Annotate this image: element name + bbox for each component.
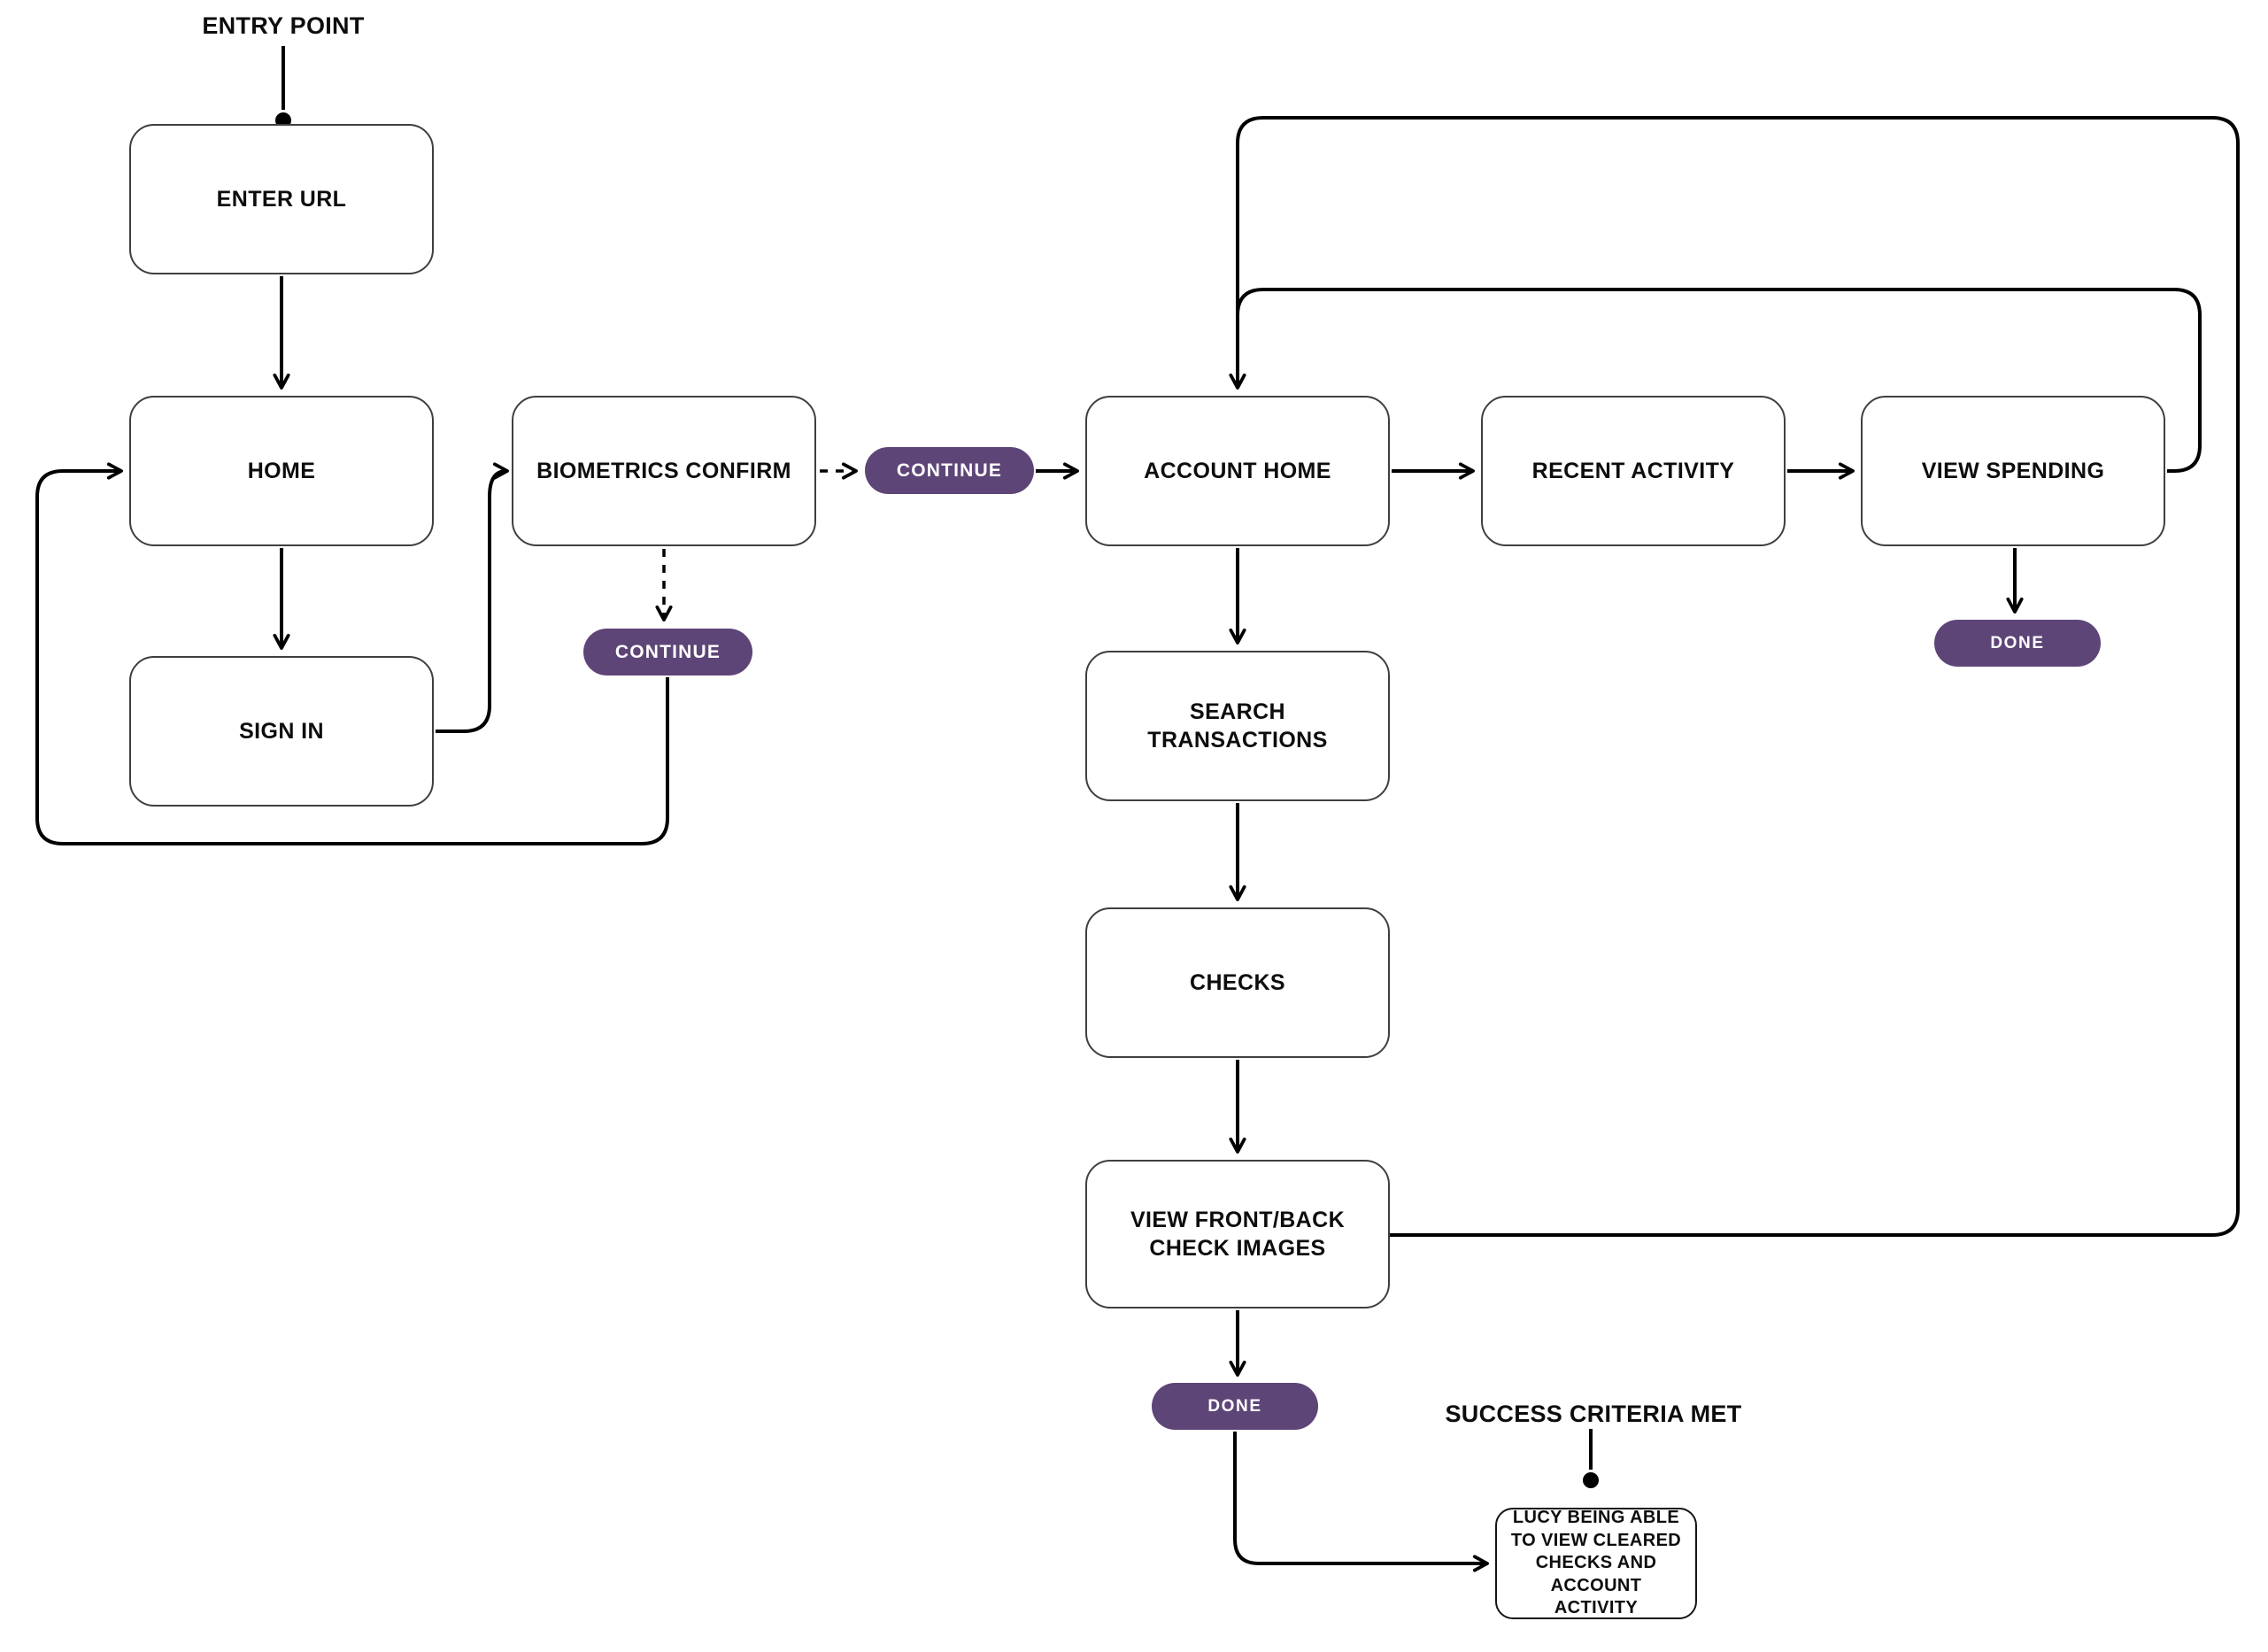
node-view-spending[interactable]: VIEW SPENDING	[1861, 396, 2165, 546]
edge-continue-alt-loop-to-home	[35, 462, 669, 845]
node-sign-in[interactable]: SIGN IN	[129, 656, 434, 807]
node-home[interactable]: HOME	[129, 396, 434, 546]
entry-point-label: ENTRY POINT	[202, 12, 365, 39]
node-biometrics-confirm[interactable]: BIOMETRICS CONFIRM	[512, 396, 816, 546]
node-success-outcome-label: LUCY BEING ABLE TO VIEW CLEARED CHECKS A…	[1510, 1508, 1682, 1618]
done-button-checks[interactable]: DONE	[1152, 1383, 1318, 1430]
success-criteria-label: SUCCESS CRITERIA MET	[1445, 1401, 1742, 1427]
continue-button-main-label: CONTINUE	[896, 459, 1003, 481]
node-view-front-back-check-images-label: VIEW FRONT/BACK CHECK IMAGES	[1130, 1207, 1346, 1262]
node-checks-label: CHECKS	[1190, 969, 1285, 995]
edge-view-spending-loop-to-account-home	[1236, 288, 2202, 473]
node-enter-url-label: ENTER URL	[216, 186, 347, 212]
node-sign-in-label: SIGN IN	[239, 718, 324, 744]
node-enter-url[interactable]: ENTER URL	[129, 124, 434, 274]
node-view-front-back-check-images[interactable]: VIEW FRONT/BACK CHECK IMAGES	[1085, 1160, 1390, 1308]
continue-button-alt-label: CONTINUE	[614, 641, 721, 662]
node-recent-activity[interactable]: RECENT ACTIVITY	[1481, 396, 1786, 546]
continue-button-main[interactable]: CONTINUE	[865, 447, 1034, 494]
node-view-spending-label: VIEW SPENDING	[1921, 458, 2105, 483]
node-success-outcome[interactable]: LUCY BEING ABLE TO VIEW CLEARED CHECKS A…	[1495, 1508, 1697, 1619]
node-biometrics-confirm-label: BIOMETRICS CONFIRM	[536, 458, 791, 483]
edge-view-front-back-loop-to-account-home	[1229, 116, 2240, 1237]
edge-done-to-success-outcome	[1233, 1432, 1489, 1572]
node-search-transactions-label: SEARCH TRANSACTIONS	[1147, 699, 1328, 753]
node-checks[interactable]: CHECKS	[1085, 907, 1390, 1058]
node-account-home[interactable]: ACCOUNT HOME	[1085, 396, 1390, 546]
done-button-checks-label: DONE	[1207, 1396, 1262, 1416]
node-home-label: HOME	[247, 458, 316, 483]
continue-button-alt[interactable]: CONTINUE	[583, 629, 752, 675]
edge-sign-in-to-biometrics	[436, 462, 509, 733]
done-button-spending[interactable]: DONE	[1934, 620, 2101, 667]
node-search-transactions[interactable]: SEARCH TRANSACTIONS	[1085, 651, 1390, 801]
done-button-spending-label: DONE	[1990, 633, 2045, 652]
node-account-home-label: ACCOUNT HOME	[1144, 458, 1331, 483]
success-criteria-dot	[1583, 1472, 1599, 1488]
node-recent-activity-label: RECENT ACTIVITY	[1531, 458, 1735, 483]
